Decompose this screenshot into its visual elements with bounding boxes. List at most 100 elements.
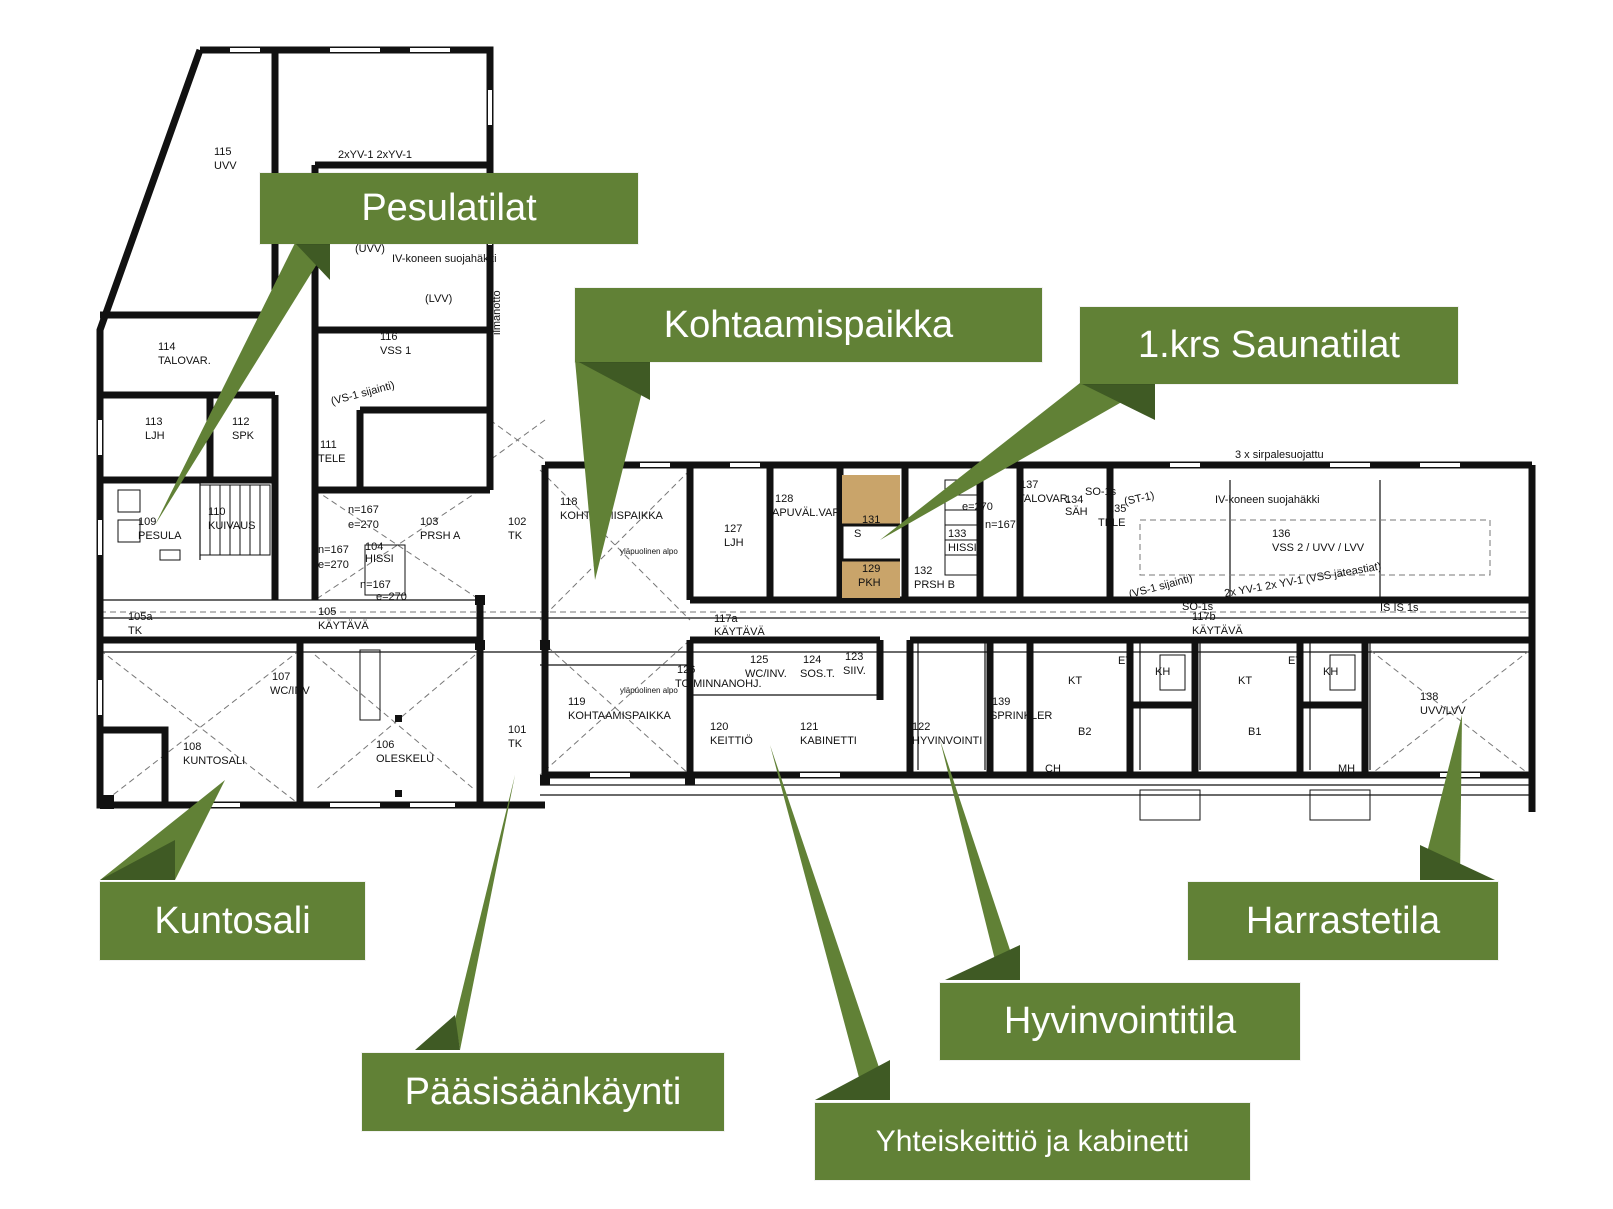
room-name: S xyxy=(854,528,861,540)
room-name: WC/INV xyxy=(270,685,310,697)
room-name: HYVINVOINTI xyxy=(912,735,982,747)
note-so: SO-1s xyxy=(1085,486,1117,498)
callout-hyvinvointitila: Hyvinvointitila xyxy=(940,983,1300,1060)
note-et: ET xyxy=(1288,655,1302,667)
note-e270: e=270 xyxy=(376,591,407,603)
room-name: SPK xyxy=(232,430,255,442)
note-ch: CH xyxy=(1045,763,1061,775)
note-is: IS IS 1s xyxy=(1380,602,1419,614)
note-sirpale: 3 x sirpalesuojattu xyxy=(1235,449,1324,461)
room-name: KOHTAAMISPAIKKA xyxy=(560,510,664,522)
room-number: 115 xyxy=(214,146,232,158)
callout-yhteiskeittio: Yhteiskeittiö ja kabinetti xyxy=(815,1103,1250,1180)
room-number: 137 xyxy=(1020,479,1038,491)
note-e270: e=270 xyxy=(962,501,993,513)
note-iv-suoja: IV-koneen suojahäkki xyxy=(392,253,497,265)
room-number: 128 xyxy=(775,493,793,505)
stairs xyxy=(199,479,981,596)
callout-kohtaamispaikka: Kohtaamispaikka xyxy=(575,288,1042,362)
room-number: 124 xyxy=(803,654,821,666)
room-number: 120 xyxy=(710,721,728,733)
room-name: TOIMINNANOHJ. xyxy=(675,678,762,690)
room-number: 134 xyxy=(1065,494,1083,506)
note-kh: KH xyxy=(1323,666,1338,678)
room-name: TELE xyxy=(1098,517,1126,529)
room-name: KOHTAAMISPAIKKA xyxy=(568,710,672,722)
room-number: 107 xyxy=(272,671,290,683)
note-e270: e=270 xyxy=(318,559,349,571)
room-number: 121 xyxy=(800,721,818,733)
room-number: 116 xyxy=(380,331,398,343)
room-number: 101 xyxy=(508,724,526,736)
room-name: WC/INV. xyxy=(745,668,787,680)
note-lvv: (LVV) xyxy=(425,293,452,305)
note-ylapuolinen: yläpuolinen alpo xyxy=(620,547,678,556)
room-name: KUNTOSALI xyxy=(183,755,245,767)
room-name: OLESKELU xyxy=(376,753,434,765)
room-number: 119 xyxy=(568,696,586,708)
note-kt: KT xyxy=(1238,675,1252,687)
room-name: PRSH B xyxy=(914,579,955,591)
callout-pointers xyxy=(100,243,1495,1100)
callout-label: Kuntosali xyxy=(154,899,311,942)
room-name: TK xyxy=(128,625,143,637)
note-b2: B2 xyxy=(1078,726,1091,738)
note-e270: e=270 xyxy=(348,519,379,531)
note-kt: KT xyxy=(1068,675,1082,687)
room-number: 112 xyxy=(232,416,250,428)
room-name: TALOVAR. xyxy=(1018,493,1071,505)
room-number: 126 xyxy=(677,664,695,676)
note-n167: n=167 xyxy=(318,544,349,556)
callout-harrastetila: Harrastetila xyxy=(1188,882,1498,960)
callout-label: 1.krs Saunatilat xyxy=(1138,324,1400,366)
room-number: 109 xyxy=(138,516,156,528)
room-number: 117a xyxy=(714,613,739,625)
room-number: 138 xyxy=(1420,691,1438,703)
room-number: 136 xyxy=(1272,528,1290,540)
note-ylapuolinen: yläpuolinen alpo xyxy=(620,686,678,695)
note-iv-suoja: IV-koneen suojahäkki xyxy=(1215,494,1320,506)
callout-saunatilat: 1.krs Saunatilat xyxy=(1080,307,1458,384)
room-number: 132 xyxy=(914,565,932,577)
callout-label: Kohtaamispaikka xyxy=(663,303,954,346)
room-name: VSS 2 / UVV / LVV xyxy=(1272,542,1365,554)
callout-kuntosali: Kuntosali xyxy=(100,882,365,960)
note-kh: KH xyxy=(1155,666,1170,678)
room-name: APUVÄL.VAR xyxy=(772,507,840,519)
room-number: 104 xyxy=(365,541,383,553)
callout-label: Pesulatilat xyxy=(361,187,537,229)
note-n167: n=167 xyxy=(348,504,379,516)
furniture xyxy=(117,489,1371,821)
room-name: KÄYTÄVÄ xyxy=(318,620,369,632)
room-number: 113 xyxy=(145,416,163,428)
room-number: 125 xyxy=(750,654,768,666)
room-number: 108 xyxy=(183,741,201,753)
